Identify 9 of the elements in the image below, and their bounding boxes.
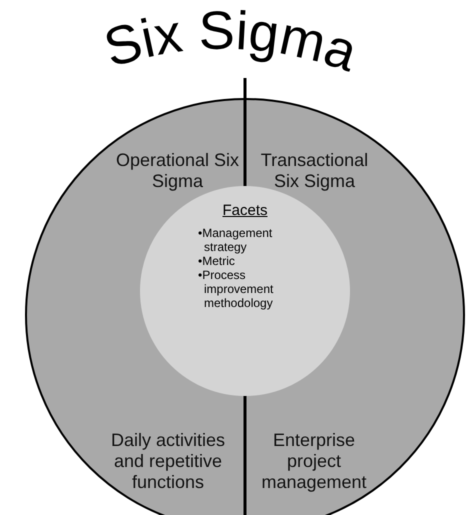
arched-title: Six Sigma <box>98 0 364 84</box>
quadrant-label: Enterprise project management <box>253 430 375 493</box>
bullet-item: •Metric <box>198 254 236 268</box>
circle-heading: Facets <box>221 202 268 219</box>
quadrant-label: Transactional Six Sigma <box>252 150 377 192</box>
bullet-item: •Process improvement methodology <box>198 268 274 310</box>
quadrant-label: Daily activities and repetitive functions <box>100 430 236 493</box>
bullet-item: •Management strategy <box>198 226 274 254</box>
quadrant-label: Operational Six Sigma <box>115 150 240 192</box>
